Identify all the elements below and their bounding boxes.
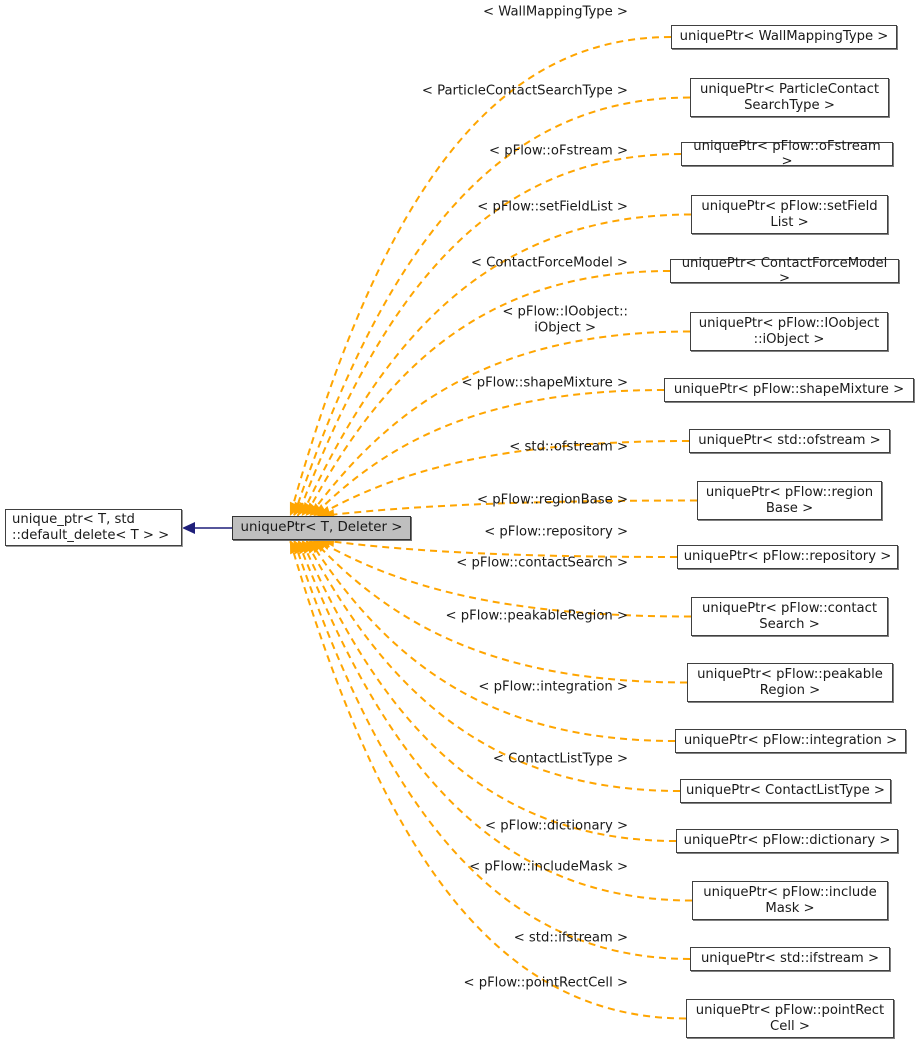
template-edge xyxy=(312,389,665,517)
edge-label: < ParticleContactSearchType > xyxy=(421,83,628,99)
edge-label: < ContactForceModel > xyxy=(470,255,628,271)
template-edge xyxy=(316,539,692,618)
edge-label: < pFlow::contactSearch > xyxy=(456,555,628,571)
template-edge xyxy=(312,539,688,684)
template-edge xyxy=(288,36,672,517)
template-arrowhead xyxy=(289,540,301,555)
derived-node[interactable]: uniquePtr< pFlow::include Mask > xyxy=(692,881,888,920)
template-edge xyxy=(296,153,682,517)
base-node-std-unique-ptr[interactable]: unique_ptr< T, std ::default_delete< T >… xyxy=(5,509,182,546)
template-edge xyxy=(288,539,687,1020)
edge-label: < pFlow::repository > xyxy=(484,524,628,540)
template-edge xyxy=(292,539,691,960)
derived-node[interactable]: uniquePtr< ContactForceModel > xyxy=(670,256,899,286)
derived-node[interactable]: uniquePtr< pFlow::shapeMixture > xyxy=(664,378,914,402)
template-edge xyxy=(304,539,681,792)
derived-node[interactable]: uniquePtr< pFlow::dictionary > xyxy=(676,829,898,853)
template-edge xyxy=(308,330,691,517)
template-edge xyxy=(300,539,677,842)
derived-node[interactable]: uniquePtr< pFlow::oFstream > xyxy=(681,139,893,169)
edge-label: < pFlow::oFstream > xyxy=(489,143,628,159)
edge-label: < pFlow::shapeMixture > xyxy=(461,375,628,391)
template-edge xyxy=(320,499,698,517)
derived-node[interactable]: uniquePtr< pFlow::integration > xyxy=(675,729,906,753)
edge-label: < pFlow::IOobject:: iObject > xyxy=(502,304,628,336)
edge-label: < pFlow::regionBase > xyxy=(477,492,628,508)
derived-node[interactable]: uniquePtr< WallMappingType > xyxy=(671,25,897,49)
edge-label: < WallMappingType > xyxy=(483,4,628,20)
inheritance-arrowhead xyxy=(182,522,195,534)
edge-label: < pFlow::includeMask > xyxy=(469,859,628,875)
edge-label: < pFlow::integration > xyxy=(478,679,628,695)
derived-node[interactable]: uniquePtr< pFlow::pointRect Cell > xyxy=(686,999,894,1038)
edge-label: < pFlow::setFieldList > xyxy=(477,199,628,215)
derived-node[interactable]: uniquePtr< pFlow::repository > xyxy=(677,545,898,569)
derived-node[interactable]: uniquePtr< pFlow::peakable Region > xyxy=(687,663,893,702)
derived-node[interactable]: uniquePtr< ContactListType > xyxy=(680,779,891,803)
template-edge xyxy=(300,213,692,517)
center-node-unique-ptr[interactable]: uniquePtr< T, Deleter > xyxy=(232,516,411,540)
template-edge xyxy=(292,96,691,517)
template-edge xyxy=(296,539,693,902)
derived-node[interactable]: uniquePtr< pFlow::region Base > xyxy=(697,481,882,520)
template-arrowhead xyxy=(305,502,319,516)
derived-node[interactable]: uniquePtr< pFlow::setField List > xyxy=(691,195,888,234)
derived-node[interactable]: uniquePtr< std::ifstream > xyxy=(690,947,890,971)
edge-label: < pFlow::dictionary > xyxy=(485,818,628,834)
derived-node[interactable]: uniquePtr< pFlow::IOobject ::iObject > xyxy=(690,312,888,351)
template-edge xyxy=(304,270,671,517)
edge-label: < pFlow::pointRectCell > xyxy=(463,975,628,991)
derived-node[interactable]: uniquePtr< ParticleContact SearchType > xyxy=(690,78,889,117)
template-edge xyxy=(308,539,676,742)
edge-label: < ContactListType > xyxy=(492,751,628,767)
edge-label: < std::ofstream > xyxy=(509,439,628,455)
template-edge xyxy=(320,539,678,558)
edge-label: < pFlow::peakableRegion > xyxy=(445,608,628,624)
derived-node[interactable]: uniquePtr< pFlow::contact Search > xyxy=(691,597,888,636)
derived-node[interactable]: uniquePtr< std::ofstream > xyxy=(689,429,890,453)
edge-label: < std::ifstream > xyxy=(513,930,628,946)
